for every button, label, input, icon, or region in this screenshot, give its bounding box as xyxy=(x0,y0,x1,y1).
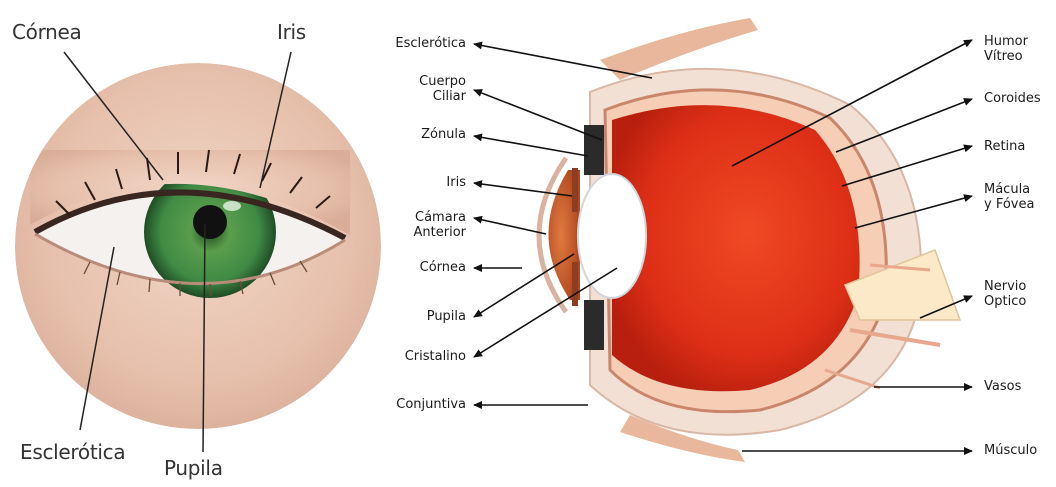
label-nervio-optico-line2: Optico xyxy=(984,294,1026,309)
label-nervio-optico: Nervio Optico xyxy=(984,279,1026,309)
label-zonula: Zónula xyxy=(372,127,466,142)
label-macula-fovea-line1: Mácula xyxy=(984,182,1034,197)
label-iris: Iris xyxy=(372,175,466,190)
label-camara-anterior: Cámara Anterior xyxy=(372,210,466,240)
eye-cross-section xyxy=(539,18,960,462)
label-cuerpo-ciliar: Cuerpo Ciliar xyxy=(372,74,466,104)
label-vasos: Vasos xyxy=(984,379,1021,394)
label-cornea: Córnea xyxy=(372,260,466,275)
photo-label-esclerotica: Esclerótica xyxy=(20,442,125,462)
label-humor-vitreo: Humor Vítreo xyxy=(984,34,1028,64)
label-cuerpo-ciliar-line2: Ciliar xyxy=(372,89,466,104)
label-camara-anterior-line2: Anterior xyxy=(372,225,466,240)
photo-label-pupila: Pupila xyxy=(164,458,223,478)
pupil-shape xyxy=(193,205,227,239)
label-nervio-optico-line1: Nervio xyxy=(984,279,1026,294)
label-macula-fovea: Mácula y Fóvea xyxy=(984,182,1034,212)
lens-shape xyxy=(578,174,646,298)
label-pupila: Pupila xyxy=(372,309,466,324)
label-musculo: Músculo xyxy=(984,443,1037,458)
vitreous-body-shape xyxy=(612,105,860,391)
label-humor-vitreo-line1: Humor xyxy=(984,34,1028,49)
label-humor-vitreo-line2: Vítreo xyxy=(984,49,1028,64)
label-cristalino: Cristalino xyxy=(372,349,466,364)
label-cuerpo-ciliar-line1: Cuerpo xyxy=(372,74,466,89)
label-coroides: Coroides xyxy=(984,91,1041,106)
photo-label-cornea: Córnea xyxy=(12,22,82,42)
label-retina: Retina xyxy=(984,139,1025,154)
eye-photo xyxy=(15,63,381,429)
photo-label-iris: Iris xyxy=(277,22,306,42)
label-camara-anterior-line1: Cámara xyxy=(372,210,466,225)
label-macula-fovea-line2: y Fóvea xyxy=(984,197,1034,212)
label-esclerotica: Esclerótica xyxy=(372,36,466,51)
label-conjuntiva: Conjuntiva xyxy=(372,397,466,412)
